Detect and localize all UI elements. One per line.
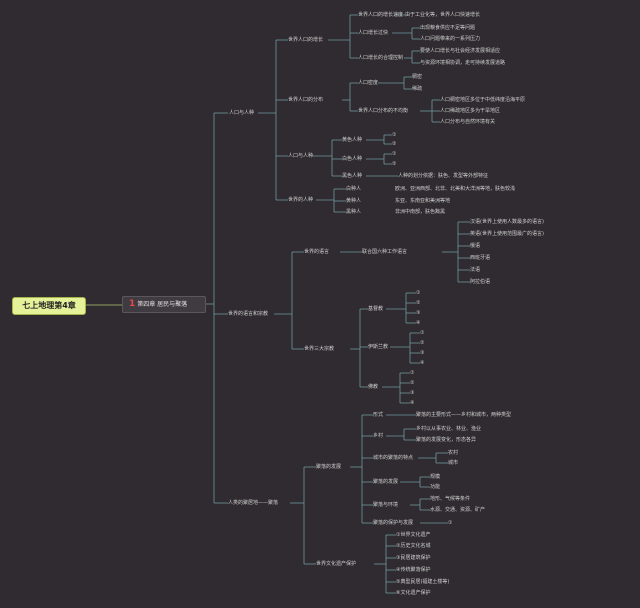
node-population-growth[interactable]: 世界人口的增长 [288, 37, 324, 43]
leaf-christ-1: ① [416, 290, 421, 296]
node-settlement-protection[interactable]: 聚落的保护与发展 [373, 520, 414, 526]
node-rural[interactable]: 乡村 [373, 433, 384, 439]
branch-languages-religions[interactable]: 世界的语言和宗教 [228, 311, 269, 317]
leaf-heritage-6: ⑥文化遗产保护 [396, 590, 431, 596]
leaf-islam-1: ① [420, 330, 425, 336]
node-races[interactable]: 人口与人种 [288, 153, 314, 159]
node-yellow-race[interactable]: 黄色人种 [342, 137, 363, 143]
root-node[interactable]: 七上地理第4章 [12, 297, 86, 315]
branch-settlements[interactable]: 人类的聚居地——聚落 [228, 500, 279, 506]
leaf-forms-note: 聚落的主要形式——乡村和城市，两种类型 [416, 412, 512, 418]
leaf-heritage-4: ④传统聚落保护 [396, 567, 431, 573]
chapter-title: 第四章 居民与聚落 [137, 301, 188, 308]
leaf-lang-russian: 俄语 [470, 243, 481, 249]
leaf-yellow-2: ② [392, 141, 397, 147]
leaf-white-people-note: 欧洲、亚洲西部、北非、北美和大洋洲等地，肤色较浅 [395, 186, 516, 192]
leaf-lang-english: 英语(世界上使用范围最广的语言) [470, 231, 544, 237]
node-density[interactable]: 人口密度 [358, 80, 379, 86]
node-population-distribution[interactable]: 世界人口的分布 [288, 97, 324, 103]
node-growth-policy[interactable]: 人口增长的合理控制 [358, 55, 404, 61]
leaf-yellow-people-note: 东亚、东南亚和美洲等地 [395, 198, 451, 204]
leaf-race-basis: 人种的划分依据：肤色、发型等外部特征 [398, 173, 489, 179]
leaf-rural-1: 乡村以从事农业、林业、渔业 [416, 426, 482, 432]
node-islam[interactable]: 伊斯兰教 [368, 344, 389, 350]
leaf-islam-3: ③ [420, 350, 425, 356]
chapter-number: 1 [129, 299, 136, 309]
leaf-christ-3: ③ [416, 310, 421, 316]
leaf-christ-4: ④ [416, 320, 421, 326]
leaf-islam-2: ② [420, 340, 425, 346]
node-settlement-development[interactable]: 聚落的发展 [316, 464, 342, 470]
leaf-white-1: ① [392, 151, 397, 157]
leaf-protection-1: ① [448, 520, 453, 526]
leaf-lang-chinese: 汉语(世界上使用人数最多的语言) [470, 219, 544, 225]
leaf-buddh-1: ① [410, 370, 415, 376]
leaf-pattern-2: 人口稀疏地区多为干旱地区 [440, 108, 501, 114]
leaf-env-2: 水源、交通、资源、矿产 [430, 507, 486, 513]
leaf-growth-function: 功能 [430, 484, 441, 490]
node-world-languages[interactable]: 世界的语言 [304, 249, 330, 255]
node-overgrowth[interactable]: 人口增长过快 [358, 30, 389, 36]
node-white-race[interactable]: 白色人种 [342, 156, 363, 162]
node-buddhism[interactable]: 佛教 [368, 384, 379, 390]
leaf-env-1: 地形、气候等条件 [430, 496, 471, 502]
node-growth-speed[interactable]: 世界人口的增长速度 [358, 12, 404, 18]
leaf-white-2: ② [392, 161, 397, 167]
leaf-buddh-3: ③ [410, 390, 415, 396]
leaf-urban-city: 城市 [448, 460, 459, 466]
node-black-people[interactable]: 黑种人 [346, 209, 362, 215]
leaf-pattern-1: 人口稠密地区多位于中低纬度沿海平原 [440, 97, 526, 103]
node-heritage-protection[interactable]: 世界文化遗产保护 [316, 561, 357, 567]
leaf-lang-arabic: 阿拉伯语 [470, 279, 491, 285]
leaf-growth-scale: 规模 [430, 474, 441, 480]
leaf-policy-2: 与资源环境相协调，走可持续发展道路 [420, 60, 506, 66]
node-growth[interactable]: 聚落的发展 [373, 479, 399, 485]
leaf-urban-rural: 农村 [448, 450, 459, 456]
leaf-density-dense: 稠密 [412, 74, 423, 80]
node-white-people[interactable]: 白种人 [346, 186, 362, 192]
leaf-heritage-5: ⑤典型民居(福建土楼等) [396, 579, 450, 585]
leaf-rural-2: 聚落的发展变化，形态各异 [416, 437, 477, 443]
node-uneven-distribution[interactable]: 世界人口分布的不均衡 [358, 108, 409, 114]
leaf-heritage-1: ①世界文化遗产 [396, 532, 431, 538]
leaf-lang-spanish: 西班牙语 [470, 255, 491, 261]
node-world-races[interactable]: 世界的人种 [288, 197, 314, 203]
leaf-overgrowth-1: 出现粮食供应不足等问题 [420, 25, 476, 31]
node-forms[interactable]: 形式 [373, 412, 384, 418]
leaf-islam-4: ④ [420, 360, 425, 366]
node-urban-features[interactable]: 城市的聚落的特点 [373, 455, 414, 461]
node-un-languages[interactable]: 联合国六种工作语言 [362, 249, 408, 255]
leaf-buddh-4: ④ [410, 400, 415, 406]
node-settlement-environment[interactable]: 聚落与环境 [373, 502, 399, 508]
leaf-policy-1: 要使人口增长与社会经济发展相适应 [420, 48, 501, 54]
node-black-race[interactable]: 黑色人种 [342, 173, 363, 179]
leaf-density-sparse: 稀疏 [412, 86, 423, 92]
leaf-heritage-3: ③民居建筑保护 [396, 555, 431, 561]
leaf-growth-speed-note: 由于工业化等，世界人口快速增长 [405, 12, 481, 18]
leaf-heritage-2: ②历史文化名城 [396, 543, 431, 549]
leaf-overgrowth-2: 人口问题带来的一系列压力 [420, 36, 481, 42]
node-three-religions[interactable]: 世界三大宗教 [304, 346, 335, 352]
node-christianity[interactable]: 基督教 [368, 306, 384, 312]
node-yellow-people[interactable]: 黄种人 [346, 198, 362, 204]
leaf-buddh-2: ② [410, 380, 415, 386]
branch-population-and-race[interactable]: 人口与人种 [229, 110, 255, 116]
leaf-yellow-1: ① [392, 132, 397, 138]
leaf-christ-2: ② [416, 300, 421, 306]
leaf-pattern-3: 人口分布与自然环境有关 [440, 119, 496, 125]
leaf-black-people-note: 非洲中南部，肤色黝黑 [395, 209, 446, 215]
leaf-lang-french: 法语 [470, 267, 481, 273]
